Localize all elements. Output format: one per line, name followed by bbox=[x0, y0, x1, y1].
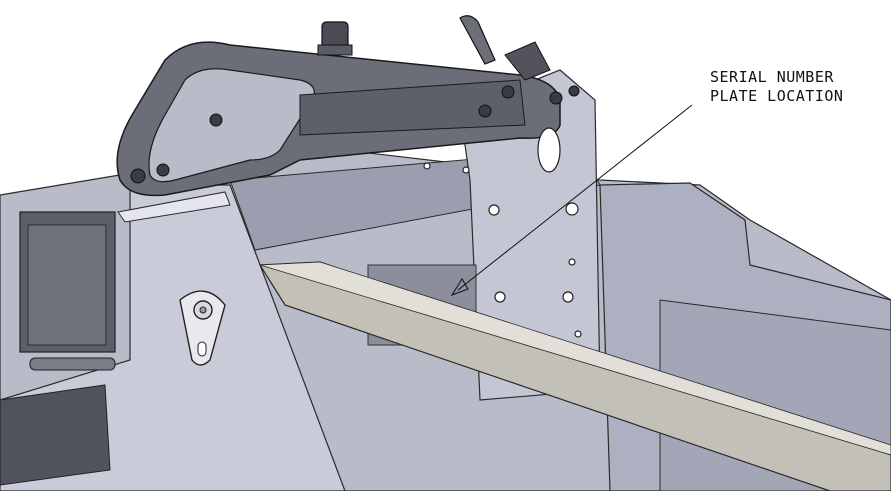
leader-arrowhead bbox=[450, 278, 469, 296]
handle-cross-arm bbox=[299, 79, 526, 136]
left-rod bbox=[29, 357, 116, 371]
pivot-bolt-center bbox=[199, 306, 207, 314]
pivot-slot bbox=[197, 341, 207, 357]
callout-line-1: SERIAL NUMBER bbox=[710, 68, 834, 86]
lift-arm-edge bbox=[117, 191, 231, 223]
pivot-bracket bbox=[179, 290, 226, 366]
plate-slot bbox=[537, 127, 561, 173]
top-knob-base bbox=[317, 44, 353, 56]
left-mount-face bbox=[27, 224, 107, 346]
serial-plate-callout: SERIAL NUMBER PLATE LOCATION bbox=[710, 68, 843, 106]
control-lever bbox=[459, 15, 496, 65]
mounting-holes bbox=[423, 162, 582, 338]
callout-line-2: PLATE LOCATION bbox=[710, 87, 844, 105]
diagonal-beam-top bbox=[259, 261, 891, 456]
grab-handle-opening bbox=[148, 68, 315, 183]
lever-bracket bbox=[504, 41, 551, 81]
handle-bolts bbox=[130, 85, 580, 184]
lower-left-window bbox=[0, 384, 111, 486]
leader-line bbox=[457, 104, 693, 291]
